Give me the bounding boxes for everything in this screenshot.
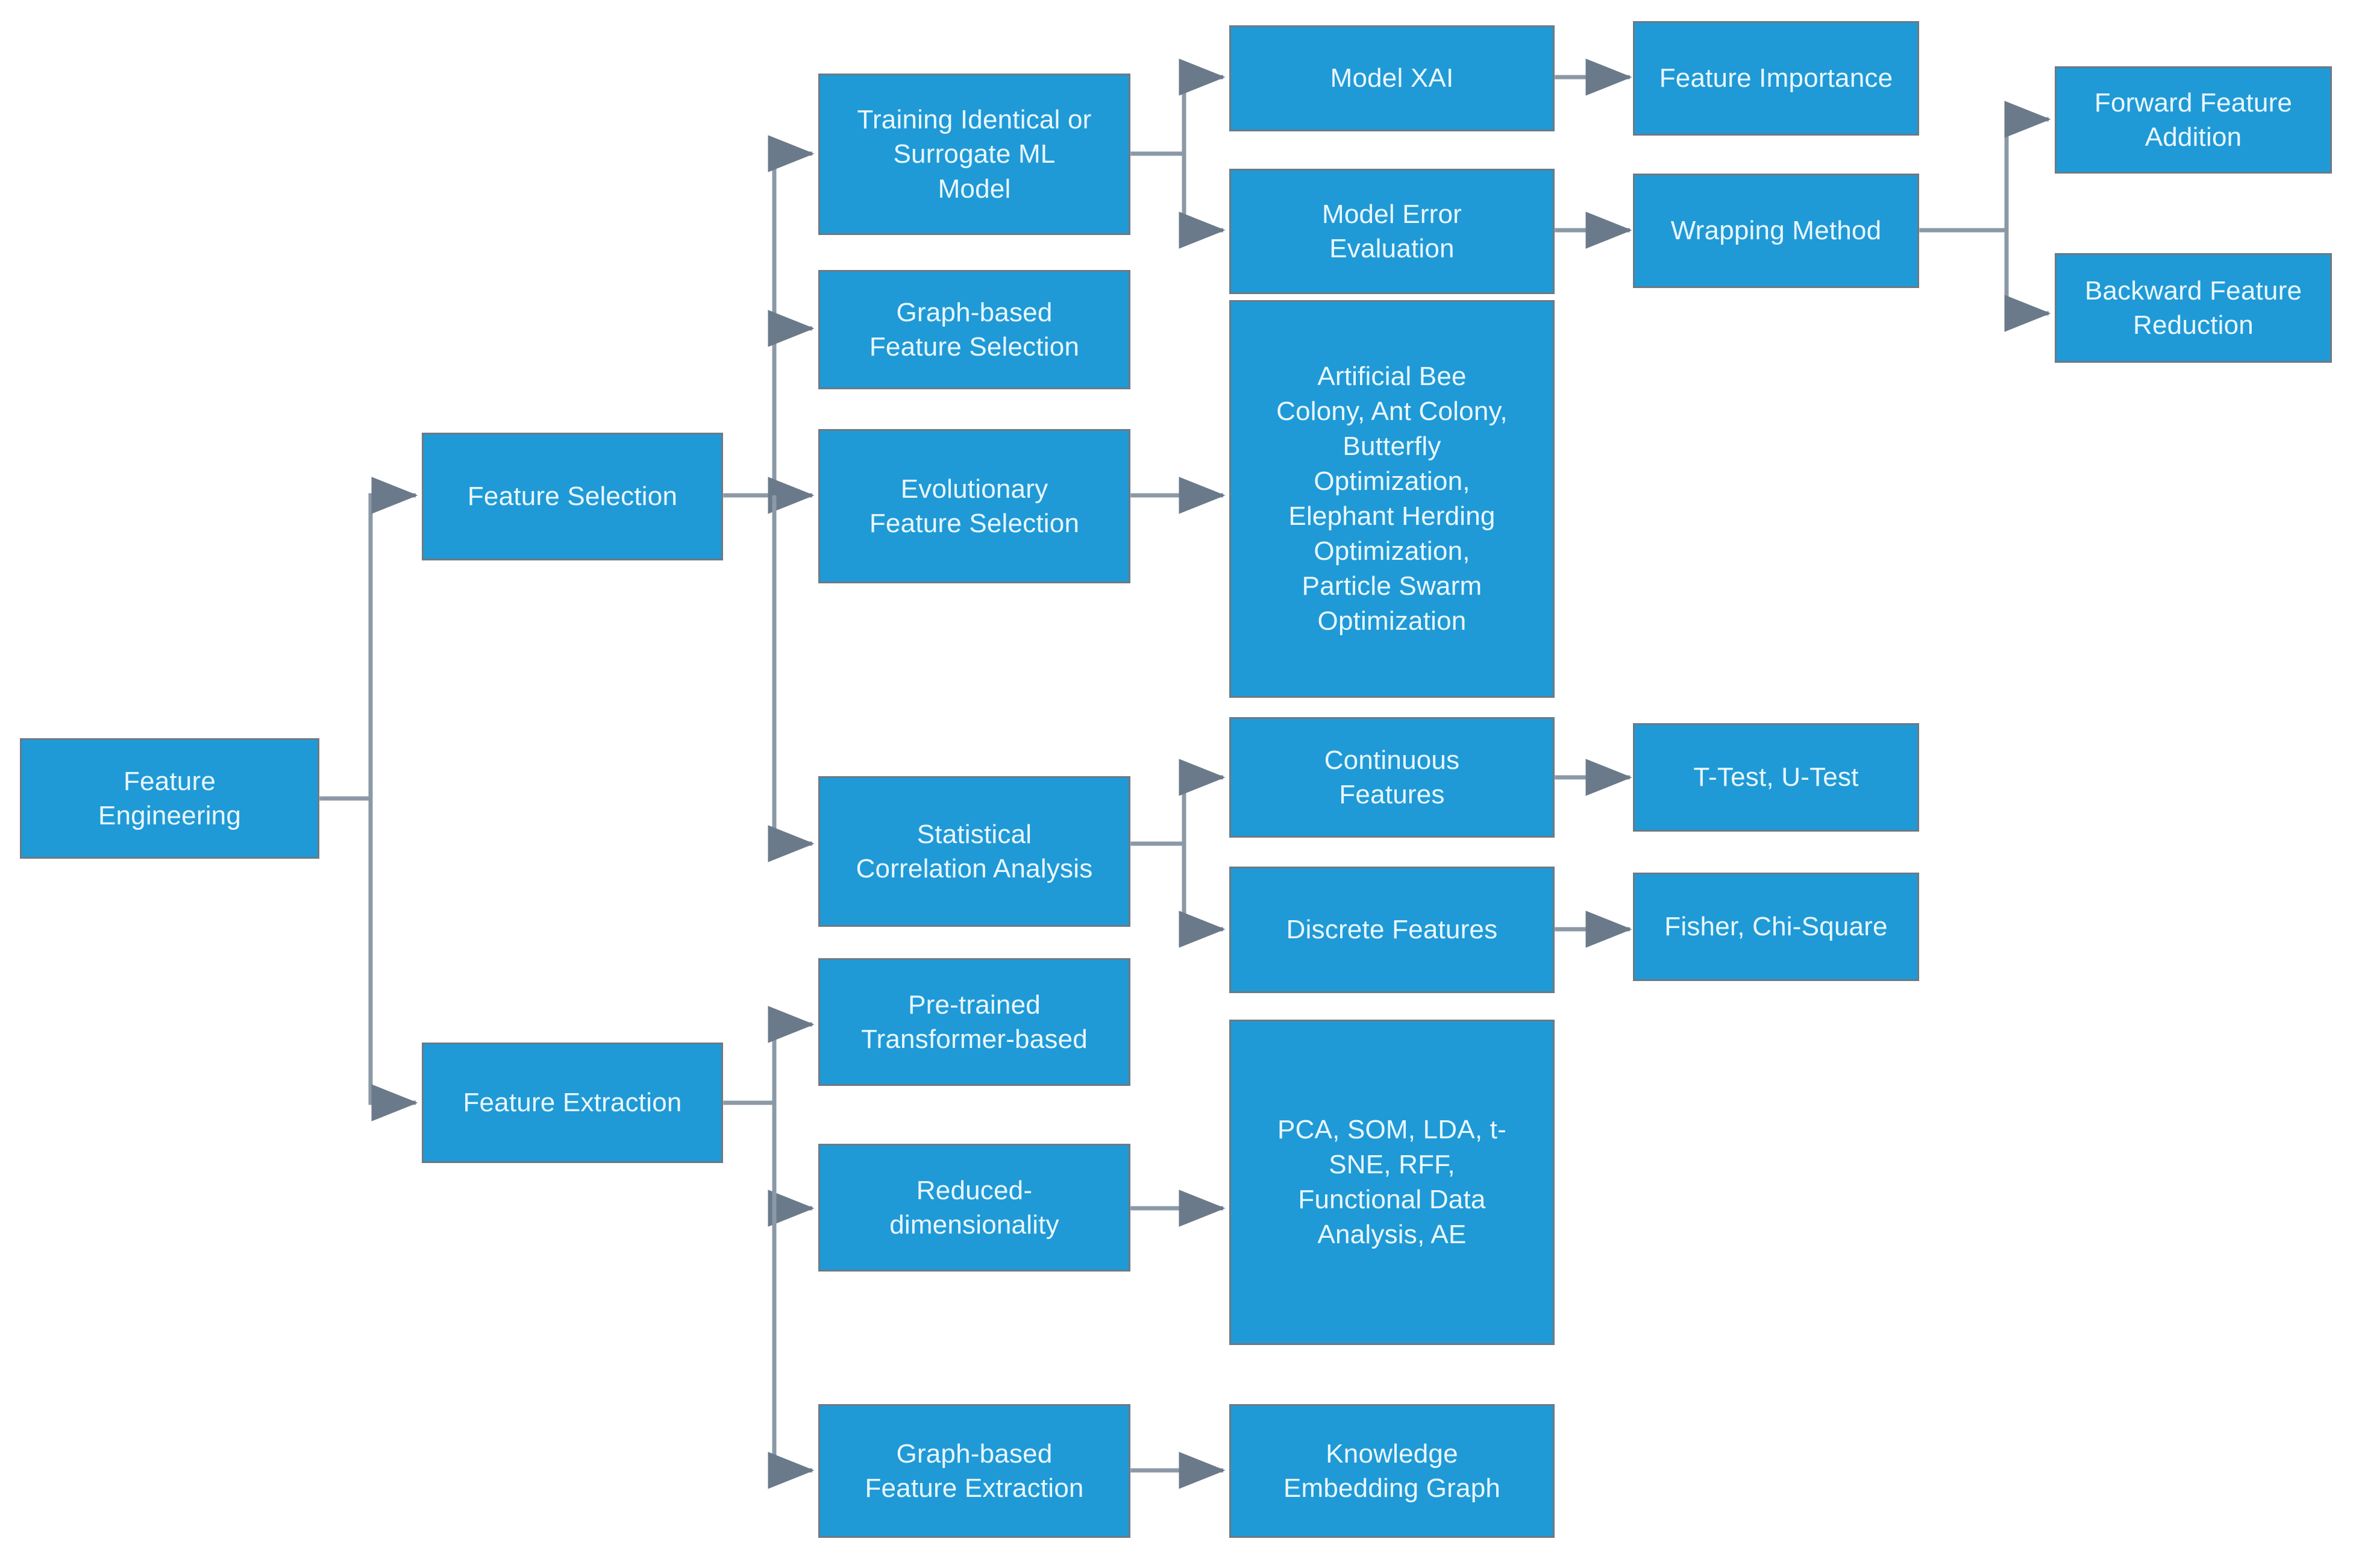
- node-swarm-optimization-algorithms[interactable]: Artificial Bee Colony, Ant Colony, Butte…: [1229, 300, 1555, 698]
- node-pre-trained-transformer-based[interactable]: Pre-trained Transformer-based: [818, 958, 1130, 1086]
- edge-fe-to-fs: [319, 477, 418, 801]
- node-model-xai[interactable]: Model XAI: [1229, 25, 1555, 131]
- node-graph-based-feature-extraction[interactable]: Graph-based Feature Extraction: [818, 1404, 1130, 1538]
- node-wrapping-method[interactable]: Wrapping Method: [1633, 174, 1919, 288]
- node-model-error-evaluation[interactable]: Model Error Evaluation: [1229, 169, 1555, 294]
- edge-fs-to-statistical: [768, 495, 815, 862]
- node-knowledge-embedding-graph[interactable]: Knowledge Embedding Graph: [1229, 1404, 1555, 1538]
- edge-training-to-error: [1179, 154, 1226, 249]
- edge-fx-to-graphfe: [768, 1103, 815, 1489]
- edge-statistical-to-discrete: [1179, 844, 1226, 948]
- node-dimensionality-reduction-methods[interactable]: PCA, SOM, LDA, t- SNE, RFF, Functional D…: [1229, 1020, 1555, 1345]
- node-continuous-features[interactable]: Continuous Features: [1229, 717, 1555, 838]
- edge-fs-to-training: [723, 135, 815, 498]
- node-feature-extraction[interactable]: Feature Extraction: [422, 1043, 723, 1163]
- edge-wrapping-to-forward: [1919, 101, 2051, 233]
- edge-training-to-xai: [1130, 58, 1226, 156]
- edge-fs-to-graphfs: [768, 310, 815, 495]
- node-fisher-chi-square[interactable]: Fisher, Chi-Square: [1633, 873, 1919, 981]
- node-reduced-dimensionality[interactable]: Reduced- dimensionality: [818, 1144, 1130, 1272]
- node-t-test-u-test[interactable]: T-Test, U-Test: [1633, 723, 1919, 832]
- edge-fx-to-reduced: [768, 1103, 815, 1227]
- edge-wrapping-to-backward: [2004, 230, 2051, 332]
- node-graph-based-feature-selection[interactable]: Graph-based Feature Selection: [818, 270, 1130, 389]
- node-training-identical-or-surrogate-ml-model[interactable]: Training Identical or Surrogate ML Model: [818, 74, 1130, 235]
- node-forward-feature-addition[interactable]: Forward Feature Addition: [2055, 66, 2332, 174]
- edge-fe-to-fx: [368, 798, 418, 1121]
- edge-fx-to-pretrained: [723, 1006, 815, 1105]
- edge-statistical-to-continuous: [1130, 759, 1226, 846]
- node-feature-selection[interactable]: Feature Selection: [422, 433, 723, 560]
- node-evolutionary-feature-selection[interactable]: Evolutionary Feature Selection: [818, 429, 1130, 583]
- node-feature-engineering[interactable]: Feature Engineering: [20, 738, 319, 859]
- node-backward-feature-reduction[interactable]: Backward Feature Reduction: [2055, 253, 2332, 363]
- node-statistical-correlation-analysis[interactable]: Statistical Correlation Analysis: [818, 776, 1130, 927]
- node-discrete-features[interactable]: Discrete Features: [1229, 867, 1555, 993]
- node-feature-importance[interactable]: Feature Importance: [1633, 21, 1919, 136]
